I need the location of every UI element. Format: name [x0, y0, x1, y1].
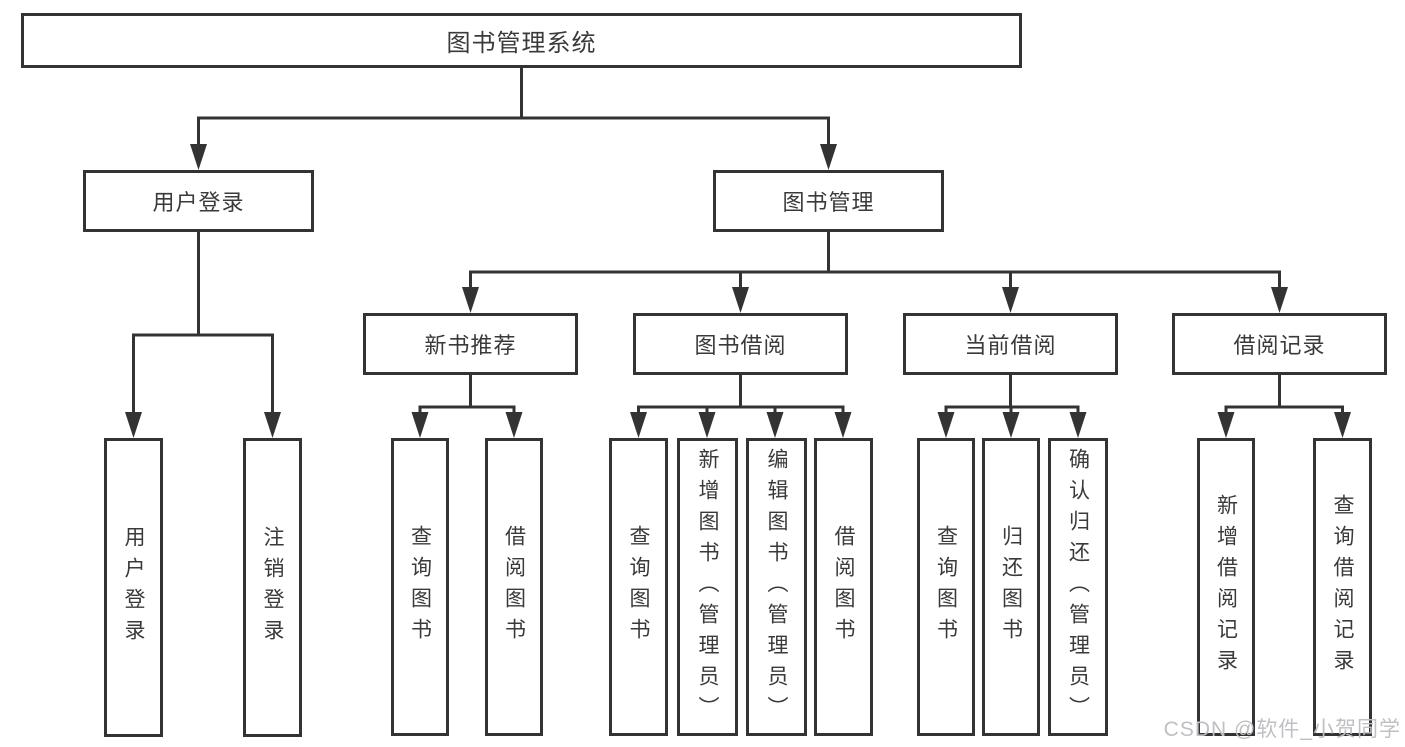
node-book-borrow: 图书借阅	[633, 313, 848, 375]
arrowhead	[1002, 412, 1020, 438]
node-label: 查询图书	[408, 525, 432, 649]
node-records-query-borrow-record: 查询借阅记录	[1313, 438, 1372, 736]
edge-current-borrow-children	[944, 375, 1080, 414]
node-label: 图书管理	[782, 190, 875, 215]
node-label: 编辑图书（管理员）	[765, 447, 788, 727]
arrowhead	[1069, 412, 1087, 438]
arrowhead	[630, 412, 647, 438]
arrowhead	[462, 287, 479, 313]
node-label: 新增借阅记录	[1214, 494, 1238, 680]
node-label: 借阅图书	[832, 525, 855, 649]
node-label: 当前借阅	[964, 333, 1057, 358]
edge-root-to-level2	[197, 68, 830, 146]
node-current-return-book: 归还图书	[982, 438, 1040, 736]
arrowhead	[190, 144, 207, 170]
node-book-management: 图书管理	[713, 170, 944, 232]
node-label: 用户登录	[122, 525, 145, 650]
arrowhead	[820, 144, 837, 170]
node-current-borrow: 当前借阅	[903, 313, 1118, 375]
node-label: 新书推荐	[424, 333, 517, 358]
node-label: 注销登录	[261, 525, 284, 650]
arrowhead	[1217, 412, 1235, 438]
node-label: 新增图书（管理员）	[696, 447, 719, 727]
node-user-login: 用户登录	[83, 170, 314, 232]
node-label: 确认归还（管理员）	[1066, 447, 1090, 727]
node-label: 借阅图书	[502, 525, 526, 649]
node-borrow-records: 借阅记录	[1172, 313, 1387, 375]
node-label: 查询图书	[627, 525, 650, 649]
edge-user-login-children	[132, 232, 274, 414]
arrowhead	[732, 287, 749, 313]
node-label: 图书借阅	[694, 333, 787, 358]
node-new-book-recommend: 新书推荐	[363, 313, 578, 375]
node-library-management-system: 图书管理系统	[21, 13, 1022, 68]
edge-book-management-children	[469, 232, 1281, 289]
arrowhead	[1271, 287, 1288, 313]
arrowhead	[937, 412, 955, 438]
arrowhead	[411, 412, 429, 438]
arrowhead	[1002, 287, 1019, 313]
arrowhead	[1334, 412, 1351, 438]
arrowhead	[264, 412, 281, 438]
arrowhead	[125, 412, 142, 438]
edge-new-book-recommend-children	[418, 375, 516, 414]
node-newrec-borrow-book: 借阅图书	[485, 438, 543, 736]
node-borrow-query-book: 查询图书	[609, 438, 668, 736]
node-label: 图书管理系统	[446, 30, 597, 57]
node-borrow-borrow-book: 借阅图书	[814, 438, 873, 736]
node-current-confirm-return-admin: 确认归还（管理员）	[1048, 438, 1108, 736]
edge-book-borrow-children	[637, 375, 845, 414]
node-logout-action: 注销登录	[243, 438, 302, 737]
node-current-query-book: 查询图书	[917, 438, 975, 736]
node-label: 查询借阅记录	[1331, 494, 1354, 680]
node-newrec-query-book: 查询图书	[391, 438, 449, 736]
edge-borrow-records-children	[1224, 375, 1344, 414]
arrowhead	[834, 412, 852, 438]
arrowhead	[698, 412, 716, 438]
node-label: 查询图书	[934, 525, 958, 649]
node-borrow-add-book-admin: 新增图书（管理员）	[677, 438, 738, 736]
node-label: 用户登录	[152, 190, 245, 215]
node-records-add-borrow-record: 新增借阅记录	[1197, 438, 1255, 736]
node-user-login-action: 用户登录	[104, 438, 163, 737]
arrowhead	[505, 412, 523, 438]
csdn-watermark: CSDN @软件_小贺同学	[1163, 718, 1401, 741]
arrowhead	[766, 412, 784, 438]
node-label: 借阅记录	[1233, 333, 1326, 358]
node-borrow-edit-book-admin: 编辑图书（管理员）	[746, 438, 807, 736]
node-label: 归还图书	[999, 525, 1023, 649]
